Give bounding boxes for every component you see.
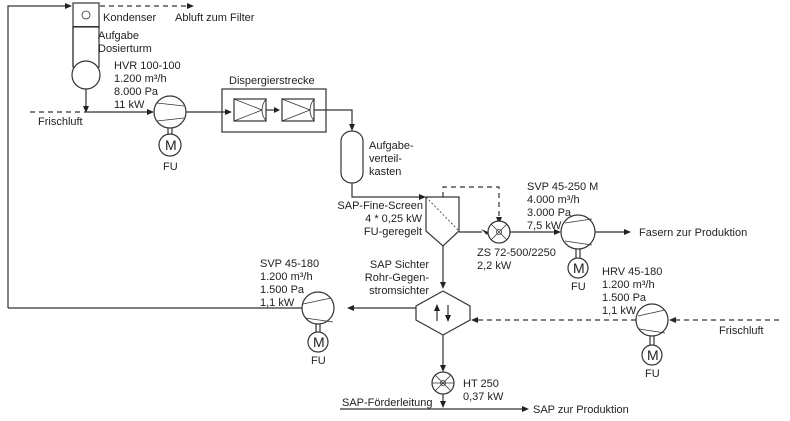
arrow-head [522, 406, 529, 412]
counterflow-classifier [415, 290, 471, 336]
motor-svp250: M [573, 260, 585, 276]
label-hvr-power: 11 kW [114, 99, 145, 111]
zs-rotary-valve [487, 220, 511, 244]
svp-250-fan [560, 214, 596, 279]
arrow-head [349, 124, 355, 131]
arrow-head [471, 317, 478, 323]
label-dosierturm: Dosierturm [98, 43, 152, 55]
label-hvr-fu: FU [163, 161, 178, 173]
label-frischluft-left: Frischluft [38, 116, 83, 128]
screen-bypass-line [442, 186, 500, 218]
label-zs-power: 2,2 kW [477, 260, 512, 272]
motor-hvr: M [165, 137, 177, 153]
distribution-box [340, 130, 364, 184]
label-svp250-power: 7,5 kW [527, 220, 562, 232]
label-svp250-model: SVP 45-250 M [527, 181, 598, 193]
label-ht-power: 0,37 kW [463, 391, 504, 403]
arrow-head [65, 3, 72, 9]
label-hvr-pressure: 8.000 Pa [114, 86, 159, 98]
label-dispergierstrecke: Dispergierstrecke [229, 75, 315, 87]
arrow-head [83, 106, 89, 113]
label-sichter-3: stromsichter [369, 285, 429, 297]
arrow-head [440, 401, 446, 408]
hrv-fan [635, 303, 669, 366]
motor-hrv: M [647, 347, 659, 363]
label-sichter-2: Rohr-Gegen- [365, 272, 430, 284]
arrow-head [187, 3, 194, 9]
return-line [7, 5, 66, 308]
label-ht-model: HT 250 [463, 378, 499, 390]
label-hvr-flow: 1.200 m³/h [114, 73, 167, 85]
arrow-head [347, 305, 354, 311]
label-svp180-model: SVP 45-180 [260, 258, 319, 270]
label-aufgabe: Aufgabe [98, 30, 139, 42]
arrow-head [481, 229, 488, 235]
label-svp180-power: 1,1 kW [260, 297, 295, 309]
arrow-head [225, 109, 232, 115]
arrow-head [440, 365, 446, 372]
label-sichter-1: SAP Sichter [370, 259, 429, 271]
label-hvr-model: HVR 100-100 [114, 60, 181, 72]
label-hrv-flow: 1.200 m³/h [602, 279, 655, 291]
label-verteilkasten-3: kasten [369, 166, 401, 178]
label-hrv-fu: FU [645, 368, 660, 380]
ht-rotary-valve [431, 371, 455, 395]
arrow-head [440, 282, 446, 289]
label-svp250-fu: FU [571, 281, 586, 293]
label-foerderleitung: SAP-Förderleitung [342, 397, 433, 409]
label-svp250-flow: 4.000 m³/h [527, 194, 580, 206]
label-svp250-pressure: 3.000 Pa [527, 207, 572, 219]
motor-svp180: M [313, 334, 325, 350]
label-fine-screen-1: SAP-Fine-Screen [337, 200, 423, 212]
label-hrv-model: HRV 45-180 [602, 266, 662, 278]
label-verteilkasten-2: verteil- [369, 153, 402, 165]
label-sap-produktion: SAP zur Produktion [533, 404, 629, 416]
svp-180-fan [301, 291, 335, 353]
arrow-head [669, 317, 676, 323]
label-svp180-fu: FU [311, 355, 326, 367]
label-frischluft-right: Frischluft [719, 325, 764, 337]
label-fasern: Fasern zur Produktion [639, 227, 747, 239]
arrow-head [419, 194, 426, 200]
label-svp180-pressure: 1.500 Pa [260, 284, 305, 296]
arrow-head [624, 229, 631, 235]
label-svp180-flow: 1.200 m³/h [260, 271, 313, 283]
label-abluft: Abluft zum Filter [175, 12, 255, 24]
label-hrv-power: 1,1 kW [602, 305, 637, 317]
arrow-head [147, 109, 154, 115]
label-zs-model: ZS 72-500/2250 [477, 247, 556, 259]
label-hrv-pressure: 1.500 Pa [602, 292, 647, 304]
label-fine-screen-3: FU-geregelt [364, 226, 422, 238]
fine-screen [425, 196, 460, 247]
dispersion-section [221, 88, 327, 133]
label-fine-screen-2: 4 * 0,25 kW [365, 213, 422, 225]
arrow-head [554, 229, 561, 235]
label-kondenser: Kondenser [103, 12, 157, 24]
dosing-tower [71, 2, 101, 90]
label-verteilkasten-1: Aufgabe- [369, 140, 414, 152]
